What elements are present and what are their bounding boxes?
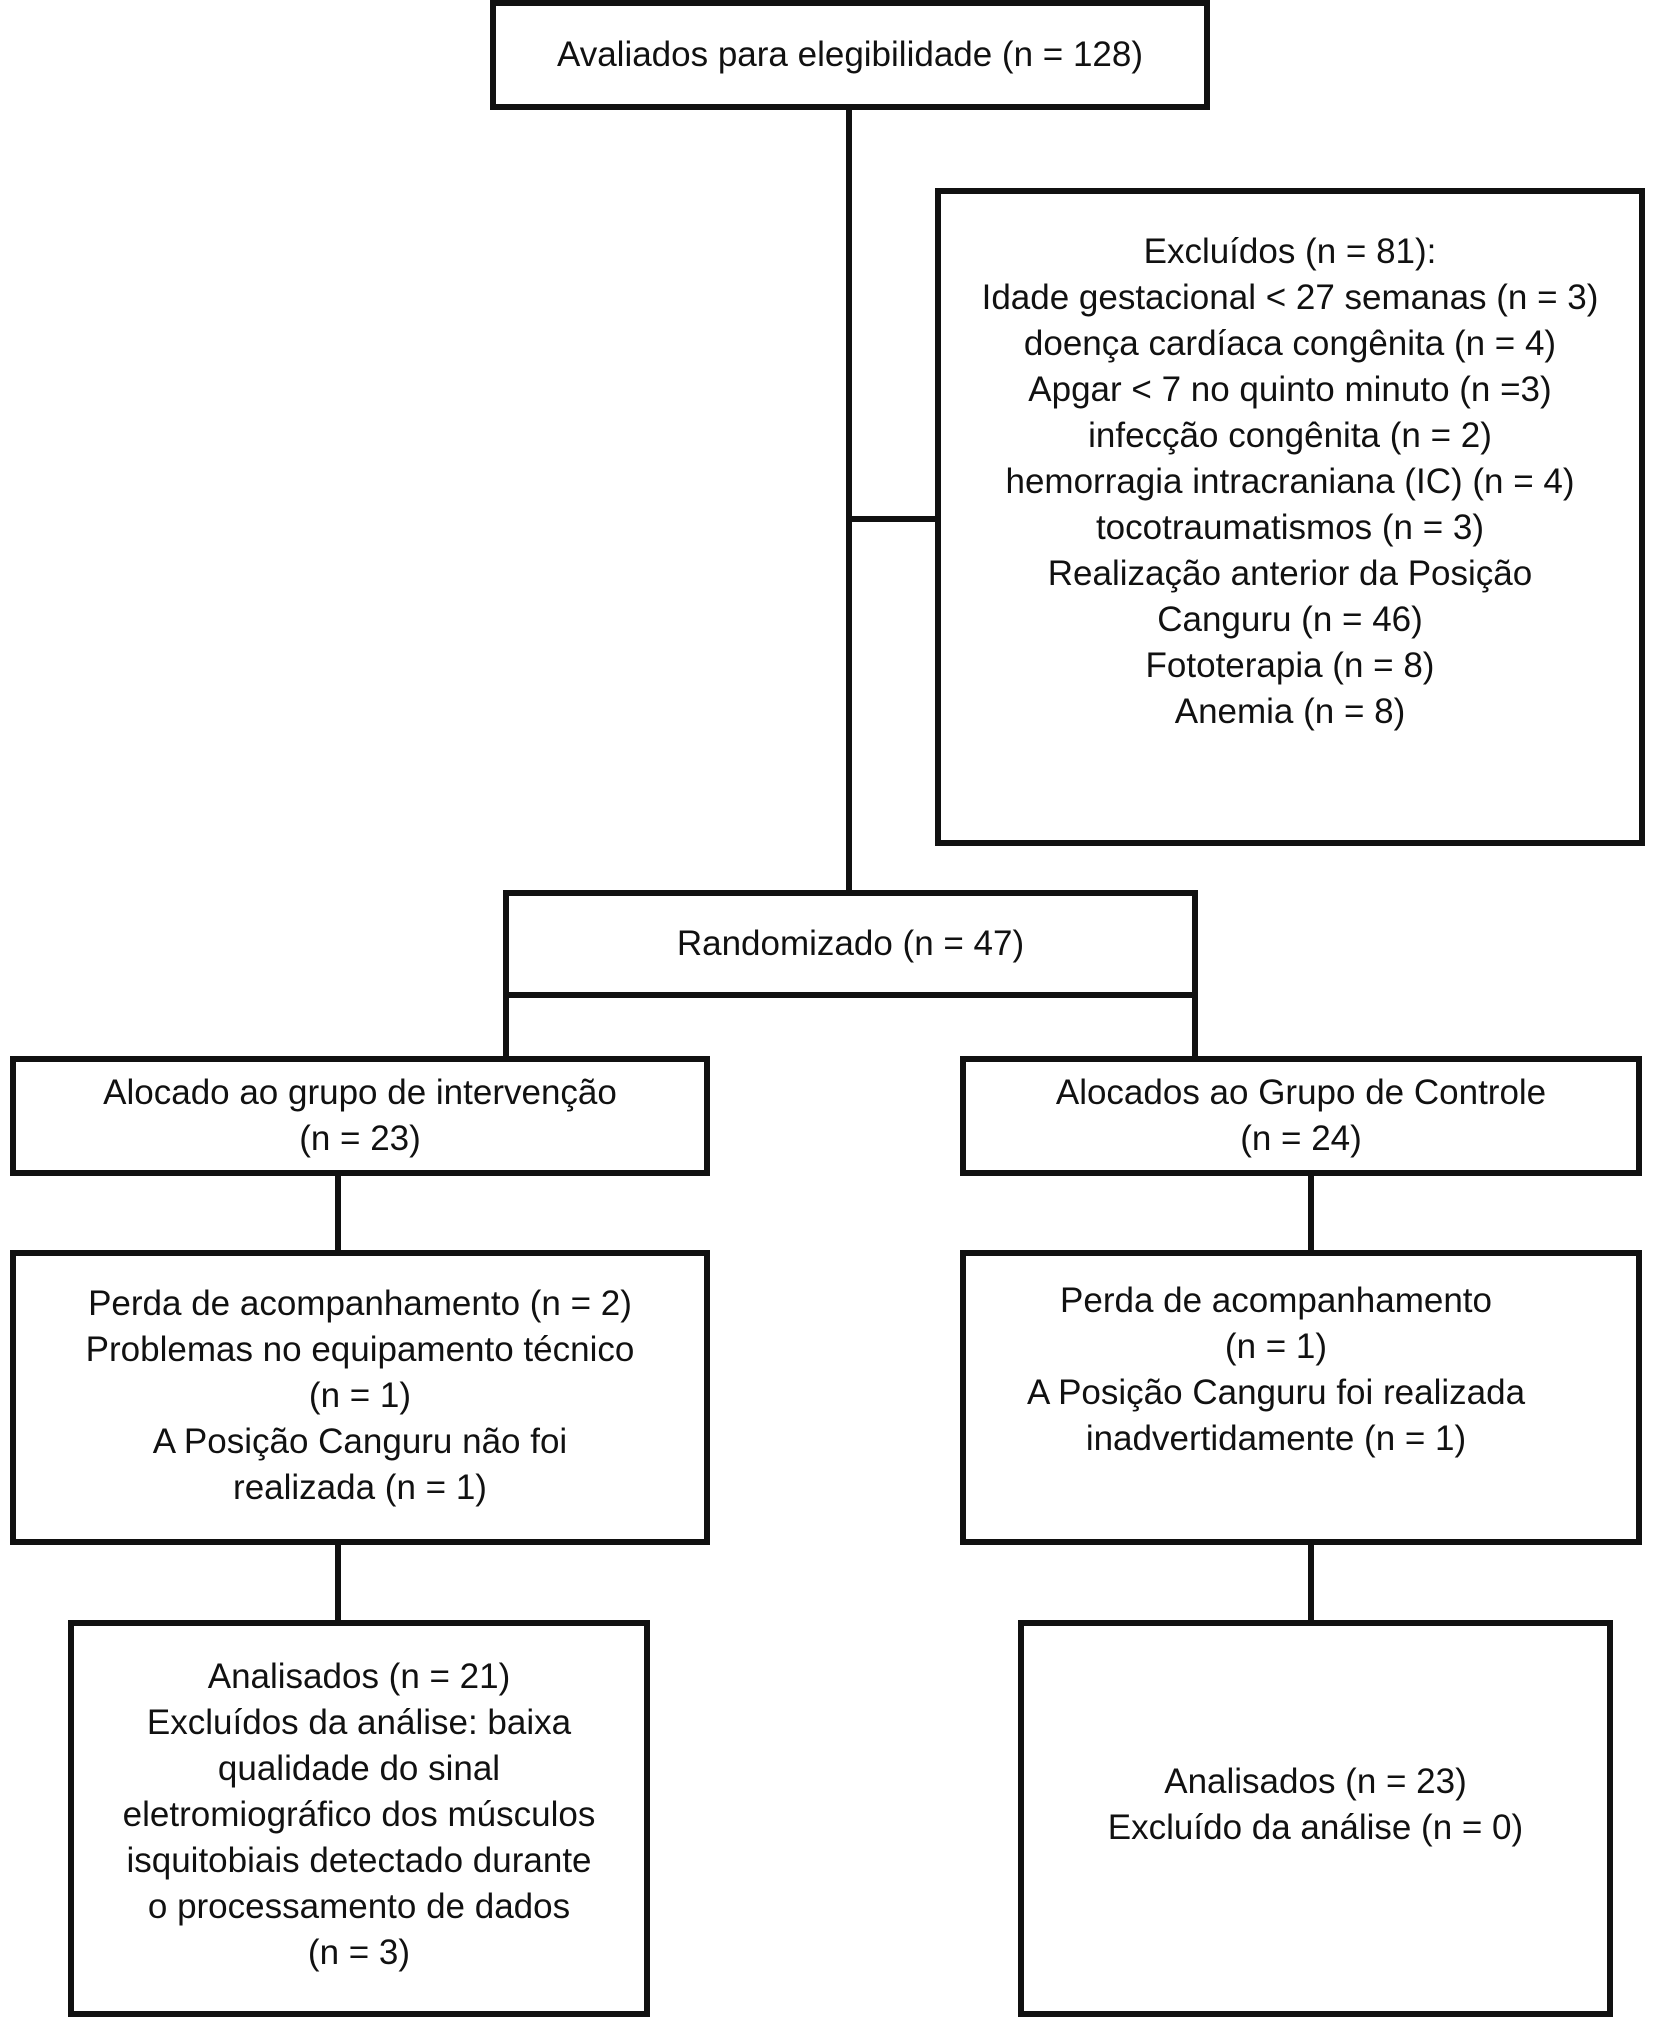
connector-randomized-to-control bbox=[1192, 996, 1198, 1058]
intervention-title: Alocado ao grupo de intervenção bbox=[103, 1073, 617, 1112]
intervention-analyzed-line: eletromiográfico dos músculos bbox=[122, 1794, 596, 1834]
intervention-loss-line: A Posição Canguru não foi bbox=[152, 1421, 568, 1461]
control-loss-line: A Posição Canguru foi realizada bbox=[1026, 1372, 1526, 1412]
control-loss-line: inadvertidamente (n = 1) bbox=[1085, 1418, 1467, 1458]
intervention-loss-line: (n = 1) bbox=[308, 1375, 412, 1415]
intervention-loss-line: realizada (n = 1) bbox=[233, 1467, 487, 1507]
excluded-reason: Fototerapia (n = 8) bbox=[1145, 646, 1435, 685]
intervention-loss-line: Perda de acompanhamento (n = 2) bbox=[88, 1283, 632, 1323]
control-loss-box: Perda de acompanhamento (n = 1) A Posiçã… bbox=[960, 1250, 1642, 1545]
excluded-reason: hemorragia intracraniana (IC) (n = 4) bbox=[1005, 462, 1575, 501]
intervention-loss-line: Problemas no equipamento técnico bbox=[85, 1329, 635, 1369]
excluded-reason: Apgar < 7 no quinto minuto (n =3) bbox=[1028, 370, 1552, 409]
excluded-reason: Realização anterior da Posição bbox=[1047, 554, 1533, 593]
control-title: Alocados ao Grupo de Controle bbox=[1055, 1073, 1547, 1112]
connector-assessed-to-randomized bbox=[846, 108, 852, 892]
intervention-analyzed-line: Excluídos da análise: baixa bbox=[146, 1702, 572, 1742]
assessed-text: Avaliados para elegibilidade (n = 128) bbox=[556, 35, 1143, 74]
assessed-for-eligibility-box: Avaliados para elegibilidade (n = 128) bbox=[490, 0, 1210, 110]
intervention-loss-box: Perda de acompanhamento (n = 2) Problema… bbox=[10, 1250, 710, 1545]
intervention-analyzed-line: isquitobiais detectado durante bbox=[126, 1840, 592, 1880]
intervention-analyzed-line: o processamento de dados bbox=[147, 1886, 571, 1926]
control-analyzed-line: Analisados (n = 23) bbox=[1164, 1761, 1467, 1801]
connector-intervention-to-loss bbox=[335, 1174, 341, 1252]
randomized-text: Randomizado (n = 47) bbox=[676, 924, 1025, 963]
control-loss-line: (n = 1) bbox=[1224, 1326, 1328, 1366]
control-group-box: Alocados ao Grupo de Controle (n = 24) bbox=[960, 1056, 1642, 1176]
excluded-reason: doença cardíaca congênita (n = 4) bbox=[1023, 324, 1557, 363]
excluded-reason: Idade gestacional < 27 semanas (n = 3) bbox=[981, 278, 1599, 317]
control-analyzed-line: Excluído da análise (n = 0) bbox=[1107, 1807, 1524, 1847]
excluded-reason: tocotraumatismos (n = 3) bbox=[1095, 508, 1485, 547]
excluded-reason: infecção congênita (n = 2) bbox=[1088, 416, 1492, 455]
connector-randomized-to-intervention bbox=[503, 996, 509, 1058]
excluded-reason: Anemia (n = 8) bbox=[1174, 692, 1406, 731]
intervention-count: (n = 23) bbox=[299, 1119, 421, 1158]
connector-control-to-loss bbox=[1308, 1174, 1314, 1252]
randomized-box: Randomizado (n = 47) bbox=[503, 890, 1198, 998]
intervention-analyzed-line: qualidade do sinal bbox=[217, 1748, 501, 1788]
excluded-title: Excluídos (n = 81): bbox=[1143, 232, 1437, 271]
control-count: (n = 24) bbox=[1240, 1119, 1362, 1158]
intervention-analyzed-box: Analisados (n = 21) Excluídos da análise… bbox=[68, 1620, 650, 2017]
intervention-analyzed-line: Analisados (n = 21) bbox=[207, 1656, 511, 1696]
intervention-group-box: Alocado ao grupo de intervenção (n = 23) bbox=[10, 1056, 710, 1176]
excluded-box: Excluídos (n = 81): Idade gestacional < … bbox=[935, 188, 1645, 846]
excluded-reason: Canguru (n = 46) bbox=[1157, 600, 1423, 639]
connector-to-excluded bbox=[846, 516, 937, 522]
control-loss-line: Perda de acompanhamento bbox=[1060, 1280, 1492, 1320]
intervention-analyzed-line: (n = 3) bbox=[307, 1932, 411, 1972]
connector-loss-to-analyzed-intervention bbox=[335, 1543, 341, 1622]
connector-loss-to-analyzed-control bbox=[1308, 1543, 1314, 1622]
control-analyzed-box: Analisados (n = 23) Excluído da análise … bbox=[1018, 1620, 1613, 2017]
